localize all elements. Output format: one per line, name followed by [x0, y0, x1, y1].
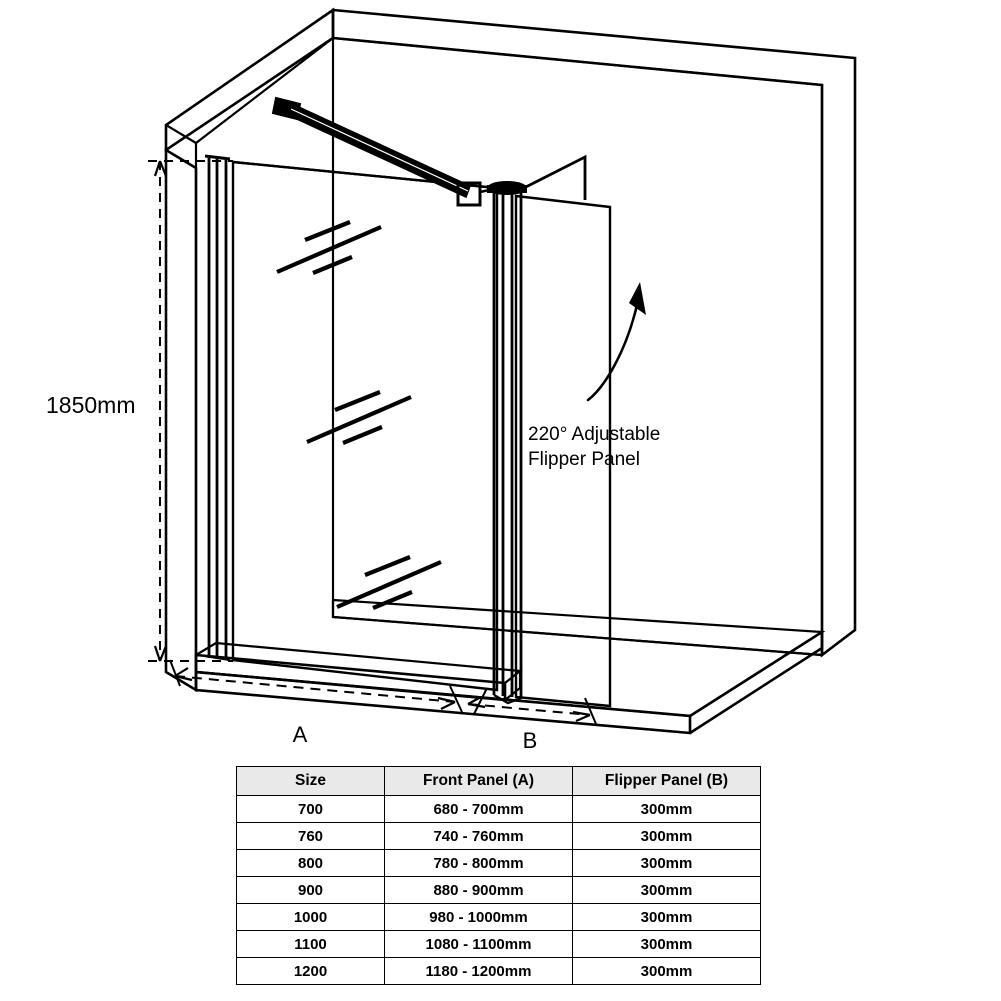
height-dimension: [148, 160, 233, 662]
dim-b-line: [467, 703, 591, 716]
cell-size: 1000: [236, 903, 385, 931]
cell-size: 1200: [236, 957, 385, 985]
reflection-short-3: [334, 390, 381, 412]
cell-size: 700: [236, 795, 385, 823]
dim-a-line: [174, 675, 456, 703]
cell-size: 900: [236, 876, 385, 904]
cell-flipper-panel: 300mm: [572, 822, 761, 850]
back-wall-face: [331, 36, 824, 657]
dim-label-front-panel: A: [293, 722, 308, 747]
reflection-long-3: [336, 560, 442, 609]
wall-assembly: [164, 7, 857, 693]
hinge-post-assembly: [492, 190, 523, 705]
left-wall-top-slab: [164, 7, 335, 153]
rotation-arrow-head: [629, 282, 646, 315]
wall-profile-cap: [204, 154, 231, 161]
support-bar-glass-clamp: [456, 181, 482, 207]
column-header-size: Size: [236, 766, 385, 796]
curved-rotation-arrow-icon: [586, 282, 646, 402]
left-wall-face: [164, 147, 198, 693]
reflection-short-6: [372, 590, 413, 610]
cell-size: 760: [236, 822, 385, 850]
support-bar-body: [284, 101, 472, 199]
table-header-row: Size Front Panel (A) Flipper Panel (B): [236, 766, 761, 796]
cell-front-panel: 880 - 900mm: [384, 876, 573, 904]
tray-back-inner: [332, 615, 823, 657]
column-header-front-panel: Front Panel (A): [384, 766, 573, 796]
flipper-callout-line2: Flipper Panel: [528, 449, 640, 470]
reflection-short-5: [364, 555, 411, 577]
cell-front-panel: 980 - 1000mm: [384, 903, 573, 931]
spec-table-container: Size Front Panel (A) Flipper Panel (B) 7…: [236, 766, 761, 985]
hinge-cap-band: [487, 185, 527, 193]
cell-size: 800: [236, 849, 385, 877]
support-bar-connector: [479, 187, 495, 194]
reflection-short-4: [342, 425, 383, 445]
dim-b-arrow-left: [467, 696, 486, 709]
cell-flipper-panel: 300mm: [572, 930, 761, 958]
dim-a-arrow-left: [174, 667, 193, 682]
dim-a-ext-right: [449, 685, 463, 713]
cell-front-panel: 780 - 800mm: [384, 849, 573, 877]
cell-front-panel: 680 - 700mm: [384, 795, 573, 823]
flipper-panel: [514, 154, 612, 708]
cell-flipper-panel: 300mm: [572, 876, 761, 904]
cell-flipper-panel: 300mm: [572, 795, 761, 823]
width-dimensions: [169, 659, 597, 725]
tray-front-rail: [194, 670, 692, 735]
reflection-long-1: [276, 225, 382, 274]
cell-front-panel: 740 - 760mm: [384, 822, 573, 850]
dim-b-ext-right: [584, 697, 597, 725]
size-spec-table: Size Front Panel (A) Flipper Panel (B) 7…: [236, 766, 761, 985]
dim-b-arrow-right: [572, 710, 591, 723]
flipper-panel-face: [514, 194, 612, 708]
tray-right-bevel: [689, 629, 824, 735]
glass-reflection-marks: [276, 220, 442, 610]
reflection-short-1: [304, 220, 351, 242]
cell-front-panel: 1080 - 1100mm: [384, 930, 573, 958]
dim-a-ext-left: [169, 659, 181, 687]
cell-flipper-panel: 300mm: [572, 903, 761, 931]
flipper-panel-open-ghost: [515, 154, 587, 200]
wall-profile-channel: [204, 154, 231, 662]
dim-a-arrow-right: [437, 696, 456, 710]
height-dimension-label: 1850mm: [46, 392, 135, 418]
back-wall-outline: [331, 8, 857, 658]
cell-size: 1100: [236, 930, 385, 958]
cell-front-panel: 1180 - 1200mm: [384, 957, 573, 985]
height-arrow-bottom: [153, 645, 168, 662]
dim-label-flipper-panel: B: [523, 728, 538, 753]
dim-b-ext-left: [473, 687, 488, 715]
height-arrow-top: [153, 160, 168, 177]
front-glass-panel: [231, 160, 499, 692]
cell-flipper-panel: 300mm: [572, 849, 761, 877]
support-bar-icon: [271, 96, 495, 207]
glass-base-rail: [194, 641, 523, 702]
reflection-long-2: [306, 395, 412, 444]
hinge-post-foot: [493, 693, 522, 705]
wall-profile-foot: [204, 654, 231, 662]
reflection-short-2: [312, 255, 353, 275]
column-header-flipper-panel: Flipper Panel (B): [572, 766, 761, 796]
front-glass-outline: [231, 160, 499, 692]
flipper-callout-line1: 220° Adjustable: [528, 424, 660, 445]
rotation-arrow-curve: [586, 303, 639, 402]
cell-flipper-panel: 300mm: [572, 957, 761, 985]
support-bar-highlight: [290, 108, 469, 192]
